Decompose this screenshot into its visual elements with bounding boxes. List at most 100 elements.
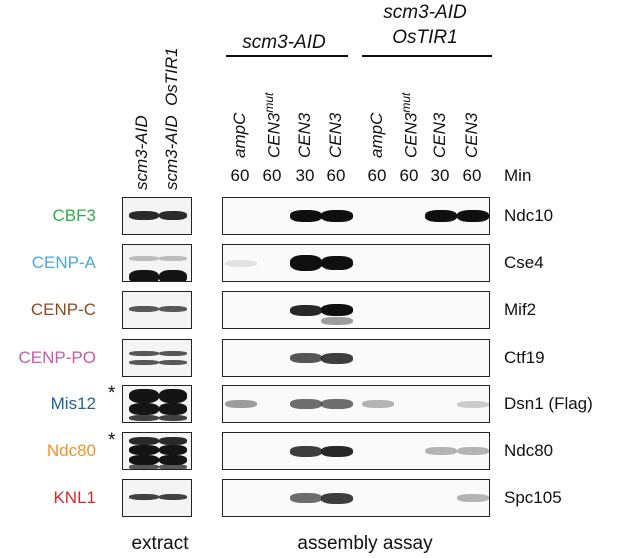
blot-band — [159, 436, 187, 445]
assay-blot-panel — [222, 432, 490, 470]
blot-band — [457, 447, 489, 455]
blot-band — [129, 210, 159, 220]
blot-band — [425, 447, 457, 455]
assay-lane-label-3: CEN3 — [295, 112, 314, 158]
blot-band — [129, 306, 159, 313]
time-value-6: 60 — [399, 166, 419, 185]
blot-band — [290, 493, 322, 503]
blot-band — [129, 360, 159, 366]
time-value-1: 60 — [230, 166, 250, 185]
time-value-3: 30 — [295, 166, 315, 185]
blot-band — [321, 304, 353, 316]
time-value-8: 60 — [462, 166, 482, 185]
time-value-4: 60 — [326, 166, 346, 185]
blot-band — [457, 210, 489, 222]
assay-lane-label-2: CEN3mut — [262, 92, 284, 158]
assay-lane-label-7: CEN3 — [430, 112, 449, 158]
blot-band — [159, 255, 187, 261]
protein-label: Mif2 — [504, 300, 537, 319]
protein-label: Ndc80 — [504, 441, 554, 460]
extract-label: extract — [131, 533, 189, 554]
row-label-ndc80: Ndc80 — [46, 441, 96, 460]
extract-blot-panel — [122, 385, 192, 423]
blot-band — [321, 210, 353, 222]
extract-blot-panel — [122, 291, 192, 329]
blot-band — [159, 445, 187, 456]
blot-band — [159, 388, 187, 403]
protein-label: Spc105 — [504, 488, 562, 507]
blot-band — [159, 415, 187, 422]
extract-blot-panel — [122, 479, 192, 517]
blot-band — [362, 400, 394, 408]
blot-band — [321, 492, 353, 504]
protein-label: Ctf19 — [504, 348, 545, 367]
blot-band — [321, 317, 353, 325]
blot-band — [290, 353, 322, 363]
blot-band — [321, 256, 353, 270]
blot-band — [129, 350, 159, 356]
blot-band — [129, 445, 159, 456]
assay-blot-panel — [222, 244, 490, 282]
assay-lane-label-4: CEN3 — [326, 112, 345, 158]
blot-band — [159, 464, 187, 469]
blot-band — [129, 270, 159, 281]
assay-lane-label-8: CEN3 — [462, 112, 481, 158]
extract-blot-panel — [122, 432, 192, 470]
blot-band — [129, 494, 159, 501]
blot-band — [457, 400, 489, 408]
blot-band — [225, 259, 257, 267]
blot-band — [129, 388, 159, 403]
blot-band — [290, 304, 322, 316]
assay-blot-panel — [222, 385, 490, 423]
protein-label: Dsn1 (Flag) — [504, 394, 593, 413]
blot-band — [159, 210, 187, 220]
group-2-rule — [362, 55, 492, 57]
row-label-cbf3: CBF3 — [52, 206, 96, 225]
extract-blot-panel — [122, 244, 192, 282]
assay-lane-label-5: ampC — [367, 112, 386, 158]
group-title-1: scm3-AID — [242, 32, 326, 53]
assay-label: assembly assay — [297, 533, 433, 554]
blot-band — [129, 415, 159, 422]
row-label-cenp-po: CENP-PO — [18, 348, 96, 367]
blot-band — [159, 270, 187, 281]
extract-lane-label-2: scm3-AID OsTIR1 — [162, 47, 181, 190]
row-label-knl1: KNL1 — [53, 488, 96, 507]
assay-blot-panel — [222, 339, 490, 377]
blot-band — [159, 360, 187, 366]
blot-band — [129, 255, 159, 261]
blot-band — [290, 255, 322, 271]
blot-band — [321, 399, 353, 409]
extract-blot-panel — [122, 197, 192, 235]
blot-band — [159, 350, 187, 356]
time-value-2: 60 — [262, 166, 282, 185]
blot-band — [290, 210, 322, 222]
assay-blot-panel — [222, 479, 490, 517]
blot-band — [159, 306, 187, 313]
protein-label: Cse4 — [504, 253, 544, 272]
extract-blot-panel — [122, 339, 192, 377]
blot-band — [425, 210, 457, 222]
blot-band — [129, 464, 159, 469]
assay-lane-label-6: CEN3mut — [399, 92, 421, 158]
group-1-rule — [226, 55, 348, 57]
time-value-5: 60 — [367, 166, 387, 185]
blot-band — [129, 402, 159, 415]
blot-band — [321, 352, 353, 364]
extract-lane-label-1: scm3-AID — [132, 115, 151, 190]
blot-band — [159, 454, 187, 465]
blot-band — [290, 399, 322, 409]
protein-label: Ndc10 — [504, 206, 554, 225]
blot-band — [290, 445, 322, 457]
time-value-7: 30 — [430, 166, 450, 185]
blot-band — [129, 454, 159, 465]
blot-band — [321, 445, 353, 457]
row-label-mis12: Mis12 — [50, 394, 96, 413]
group-title-2-line2: OsTIR1 — [392, 27, 458, 48]
row-label-cenp-c: CENP-C — [30, 300, 96, 319]
assay-blot-panel — [222, 197, 490, 235]
blot-band — [129, 436, 159, 445]
blot-band — [457, 494, 489, 502]
assay-lane-label-1: ampC — [230, 112, 249, 158]
group-title-2-line1: scm3-AID — [383, 2, 467, 23]
